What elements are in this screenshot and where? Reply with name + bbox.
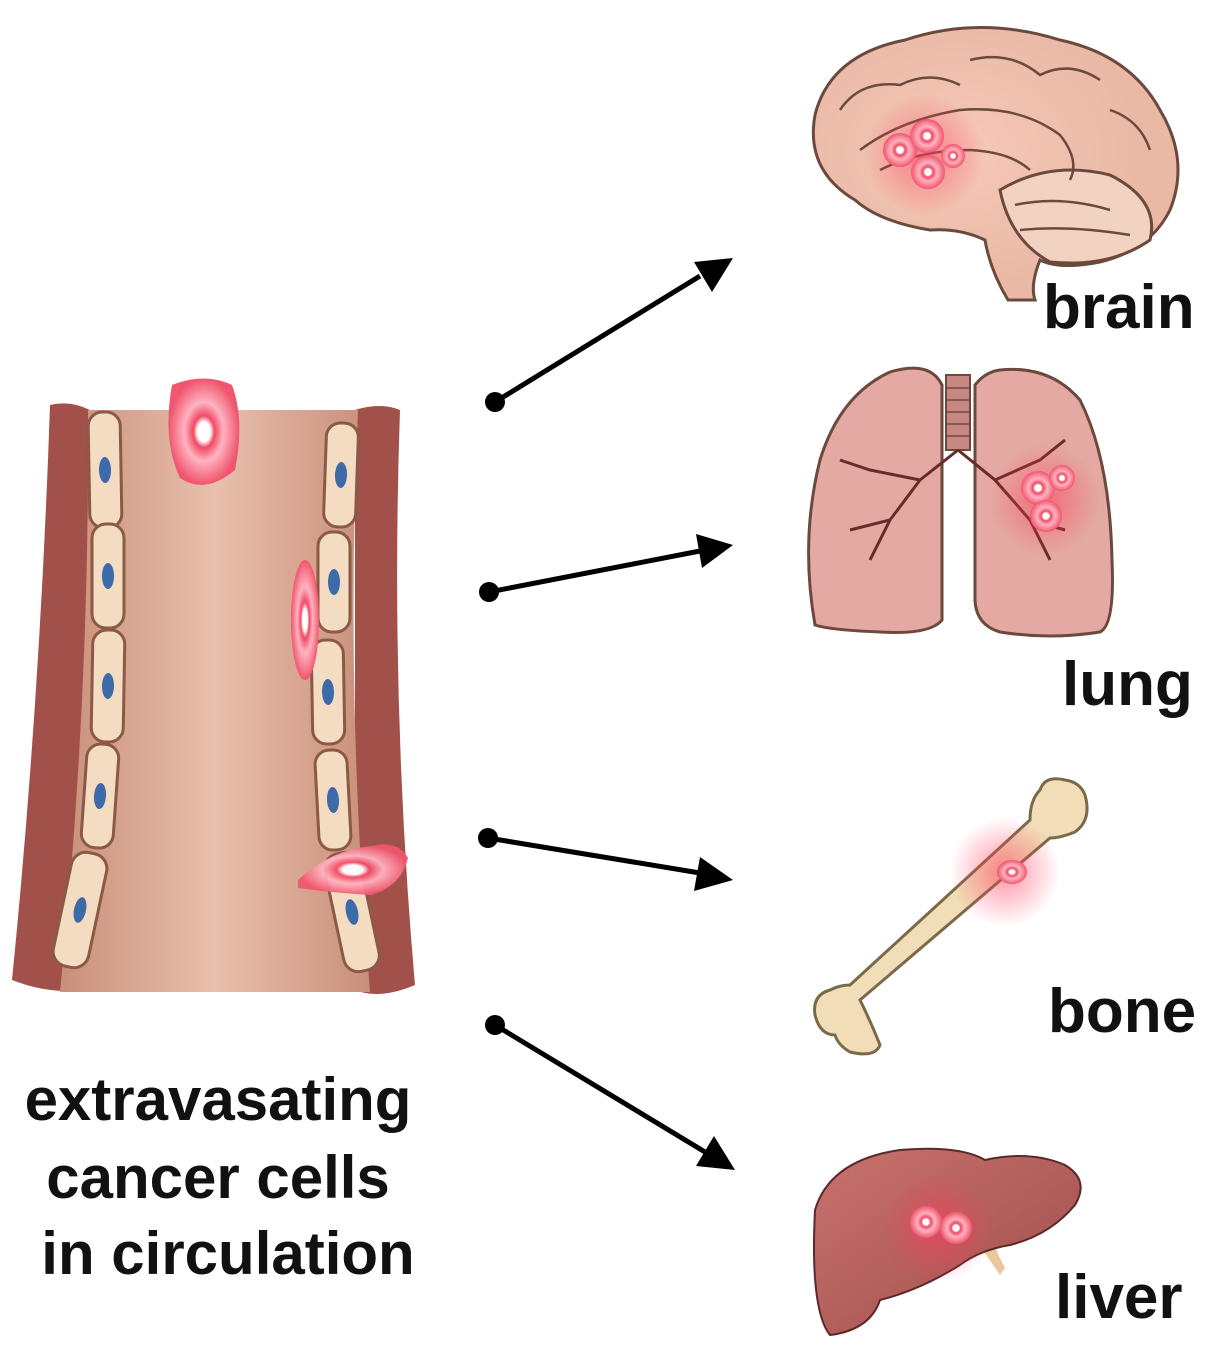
arrow-to-liver [485, 1015, 735, 1170]
lung-illustration [809, 368, 1113, 636]
caption-line-1: extravasating [25, 1066, 412, 1133]
brain-illustration [813, 28, 1178, 301]
bone-illustration [815, 779, 1087, 1054]
liver-illustration [814, 1149, 1081, 1335]
bone-tumor-cells [997, 860, 1027, 884]
caption-line-3: in circulation [41, 1220, 414, 1287]
arrow-to-brain [485, 258, 733, 412]
brain-tumor-glow [865, 95, 985, 215]
cancer-cell-penetrating [291, 560, 319, 680]
arrows [478, 258, 735, 1170]
arrow-to-bone [478, 828, 733, 891]
organ-label-brain: brain [1043, 273, 1195, 342]
blood-vessel [12, 379, 415, 995]
organ-label-bone: bone [1048, 977, 1196, 1046]
organ-label-lung: lung [1062, 650, 1193, 719]
arrow-to-lung [479, 534, 733, 602]
caption: extravasating cancer cells in circulatio… [25, 1066, 415, 1287]
organ-label-liver: liver [1055, 1263, 1183, 1332]
cancer-cell-circulating [168, 379, 239, 485]
caption-line-2: cancer cells [46, 1144, 390, 1211]
